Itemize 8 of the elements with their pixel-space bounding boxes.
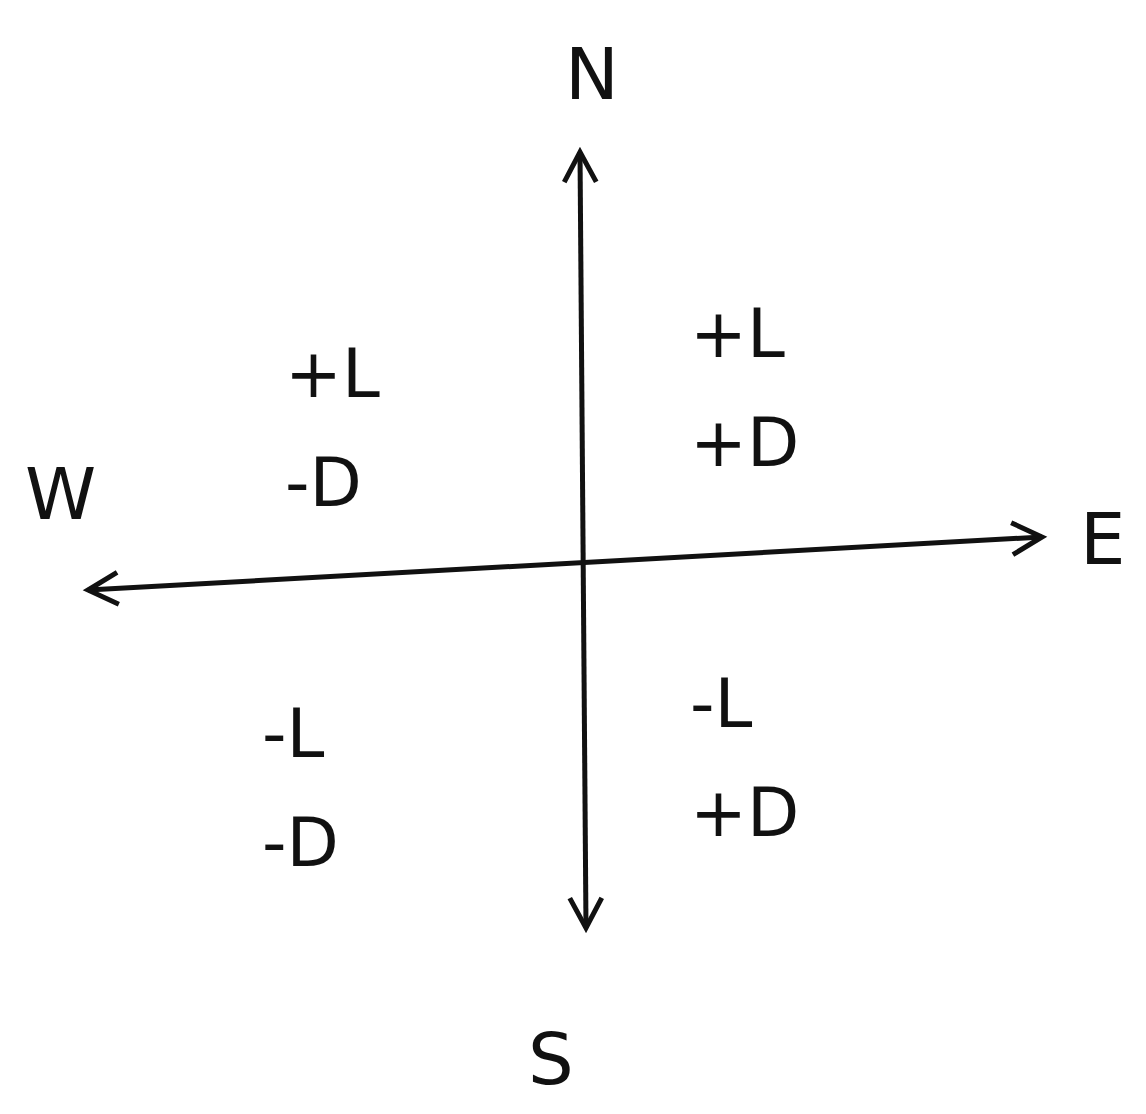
compass-letter: S: [528, 1016, 574, 1103]
compass-letter: E: [1080, 496, 1126, 583]
quadrant-label: +L -D: [285, 333, 380, 524]
quadrant-label: -L +D: [690, 663, 800, 854]
quadrant-label: -L -D: [262, 693, 339, 884]
compass-letter: N: [565, 31, 619, 118]
compass-letter: W: [25, 451, 97, 538]
quadrant-label: +L +D: [690, 293, 800, 484]
